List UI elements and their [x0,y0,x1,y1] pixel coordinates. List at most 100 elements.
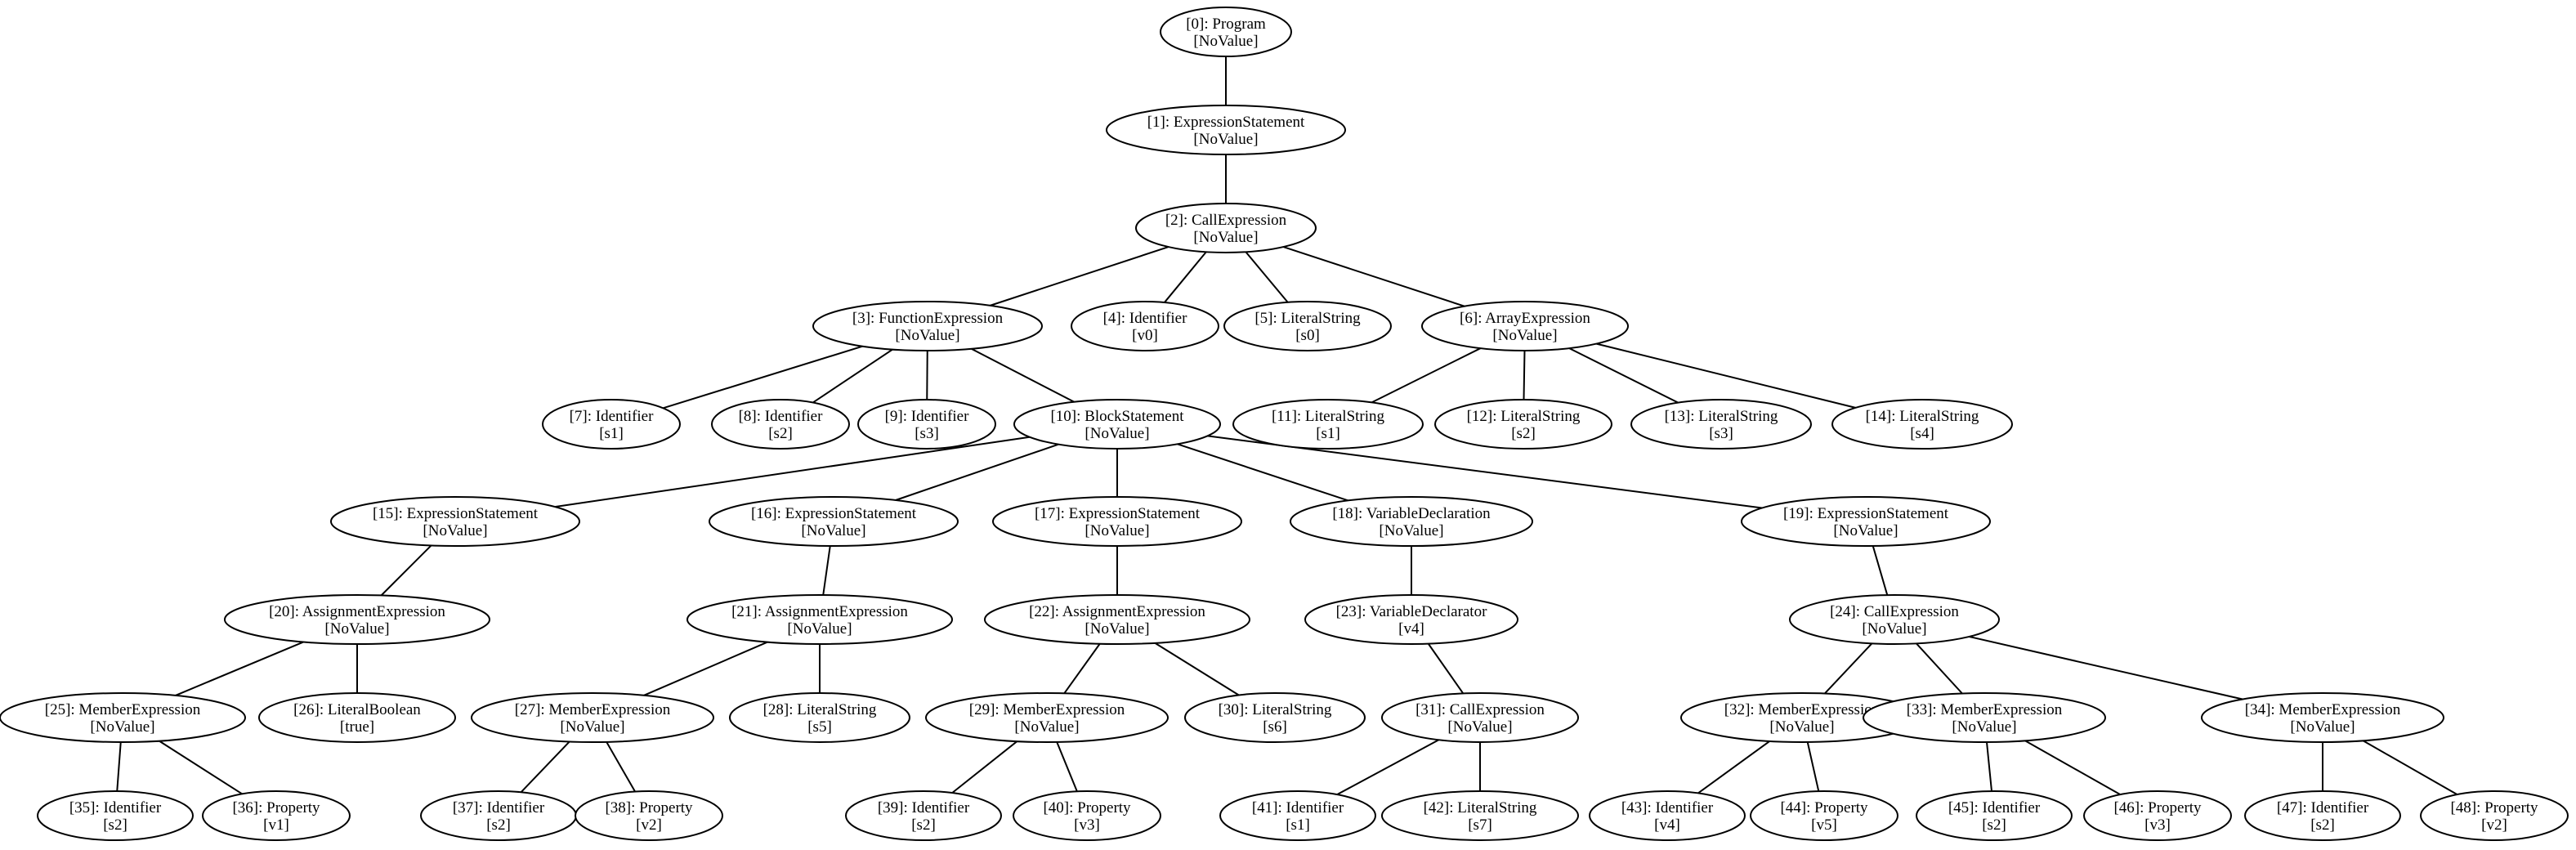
node-ellipse [729,692,910,743]
node-label: [20]: AssignmentExpression [269,603,445,620]
node-value: [NoValue] [1014,718,1079,736]
node-label: [23]: VariableDeclarator [1336,603,1487,620]
edge-3-7 [663,345,863,409]
node-value: [NoValue] [324,620,389,638]
tree-node-42: [42]: LiteralString[s7] [1381,790,1579,841]
node-value: [NoValue] [1193,131,1258,148]
edge-34-48 [2362,740,2458,795]
node-ellipse [2201,692,2444,743]
node-ellipse [857,399,996,450]
edge-31-41 [1336,739,1439,796]
tree-node-33: [33]: MemberExpression[NoValue] [1863,692,2106,743]
tree-node-47: [47]: Identifier[s2] [2244,790,2401,841]
tree-node-26: [26]: LiteralBoolean[true] [258,692,456,743]
tree-node-7: [7]: Identifier[s1] [542,399,681,450]
edge-21-27 [643,641,768,696]
node-value: [v2] [636,816,662,834]
node-ellipse [0,692,246,743]
edge-6-14 [1596,342,1856,409]
edge-27-38 [606,741,636,793]
tree-node-27: [27]: MemberExpression[NoValue] [471,692,714,743]
tree-node-31: [31]: CallExpression[NoValue] [1381,692,1579,743]
edge-22-30 [1154,642,1240,696]
node-label: [0]: Program [1186,16,1266,33]
tree-node-36: [36]: Property[v1] [202,790,351,841]
node-label: [30]: LiteralString [1219,701,1332,718]
tree-node-39: [39]: Identifier[s2] [845,790,1002,841]
node-value: [s2] [1511,425,1536,442]
node-ellipse [984,594,1250,645]
node-value: [NoValue] [90,718,154,736]
node-value: [true] [340,718,374,736]
node-value: [s2] [1982,816,2006,834]
node-ellipse [1013,790,1161,841]
tree-node-4: [4]: Identifier[v0] [1071,301,1219,351]
edge-15-20 [380,544,432,597]
node-label: [38]: Property [605,799,693,816]
node-value: [s0] [1295,327,1320,344]
edge-24-34 [1969,635,2243,700]
node-value: [NoValue] [1769,718,1834,736]
edge-29-39 [951,740,1018,794]
node-ellipse [224,594,490,645]
node-ellipse [258,692,456,743]
node-ellipse [471,692,714,743]
tree-node-17: [17]: ExpressionStatement[NoValue] [992,496,1242,547]
node-ellipse [2083,790,2232,841]
edge-19-24 [1872,545,1889,596]
tree-node-44: [44]: Property[v5] [1750,790,1898,841]
node-ellipse [686,594,953,645]
node-value: [NoValue] [1193,229,1258,246]
tree-node-12: [12]: LiteralString[s2] [1434,399,1612,450]
node-ellipse [2420,790,2569,841]
node-value: [NoValue] [1085,522,1149,539]
node-ellipse [1290,496,1533,547]
node-label: [12]: LiteralString [1467,408,1581,425]
edge-6-13 [1568,347,1679,404]
node-value: [NoValue] [1193,33,1258,50]
tree-node-28: [28]: LiteralString[s5] [729,692,910,743]
edge-2-3 [990,246,1169,306]
tree-node-22: [22]: AssignmentExpression[NoValue] [984,594,1250,645]
node-label: [3]: FunctionExpression [852,310,1004,327]
node-label: [41]: Identifier [1252,799,1344,816]
node-value: [v3] [2144,816,2171,834]
node-ellipse [1789,594,2000,645]
tree-node-1: [1]: ExpressionStatement[NoValue] [1106,105,1346,155]
node-label: [26]: LiteralBoolean [293,701,421,718]
edge-10-16 [895,443,1059,501]
tree-node-20: [20]: AssignmentExpression[NoValue] [224,594,490,645]
node-value: [v0] [1132,327,1158,344]
tree-node-18: [18]: VariableDeclaration[NoValue] [1290,496,1533,547]
edge-24-32 [1824,642,1873,695]
tree-node-30: [30]: LiteralString[s6] [1184,692,1366,743]
node-label: [25]: MemberExpression [45,701,201,718]
tree-node-46: [46]: Property[v3] [2083,790,2232,841]
node-label: [39]: Identifier [878,799,970,816]
node-label: [13]: LiteralString [1665,408,1778,425]
edge-23-31 [1427,643,1465,695]
node-label: [15]: ExpressionStatement [373,505,539,522]
edge-2-4 [1164,251,1207,303]
node-label: [44]: Property [1780,799,1868,816]
tree-node-13: [13]: LiteralString[s3] [1630,399,1812,450]
edge-3-10 [971,347,1075,403]
node-value: [NoValue] [1447,718,1512,736]
node-value: [s2] [911,816,936,834]
node-ellipse [1223,301,1392,351]
tree-node-43: [43]: Identifier[v4] [1589,790,1746,841]
node-value: [s1] [1286,816,1310,834]
node-label: [48]: Property [2450,799,2538,816]
node-label: [21]: AssignmentExpression [731,603,908,620]
node-label: [5]: LiteralString [1254,310,1361,327]
node-value: [NoValue] [801,522,865,539]
node-label: [28]: LiteralString [763,701,877,718]
node-ellipse [1381,790,1579,841]
node-label: [33]: MemberExpression [1907,701,2063,718]
node-value: [NoValue] [1085,425,1149,442]
node-label: [2]: CallExpression [1165,212,1287,229]
node-label: [7]: Identifier [570,408,655,425]
edges-layer [116,56,2458,796]
tree-node-16: [16]: ExpressionStatement[NoValue] [709,496,959,547]
